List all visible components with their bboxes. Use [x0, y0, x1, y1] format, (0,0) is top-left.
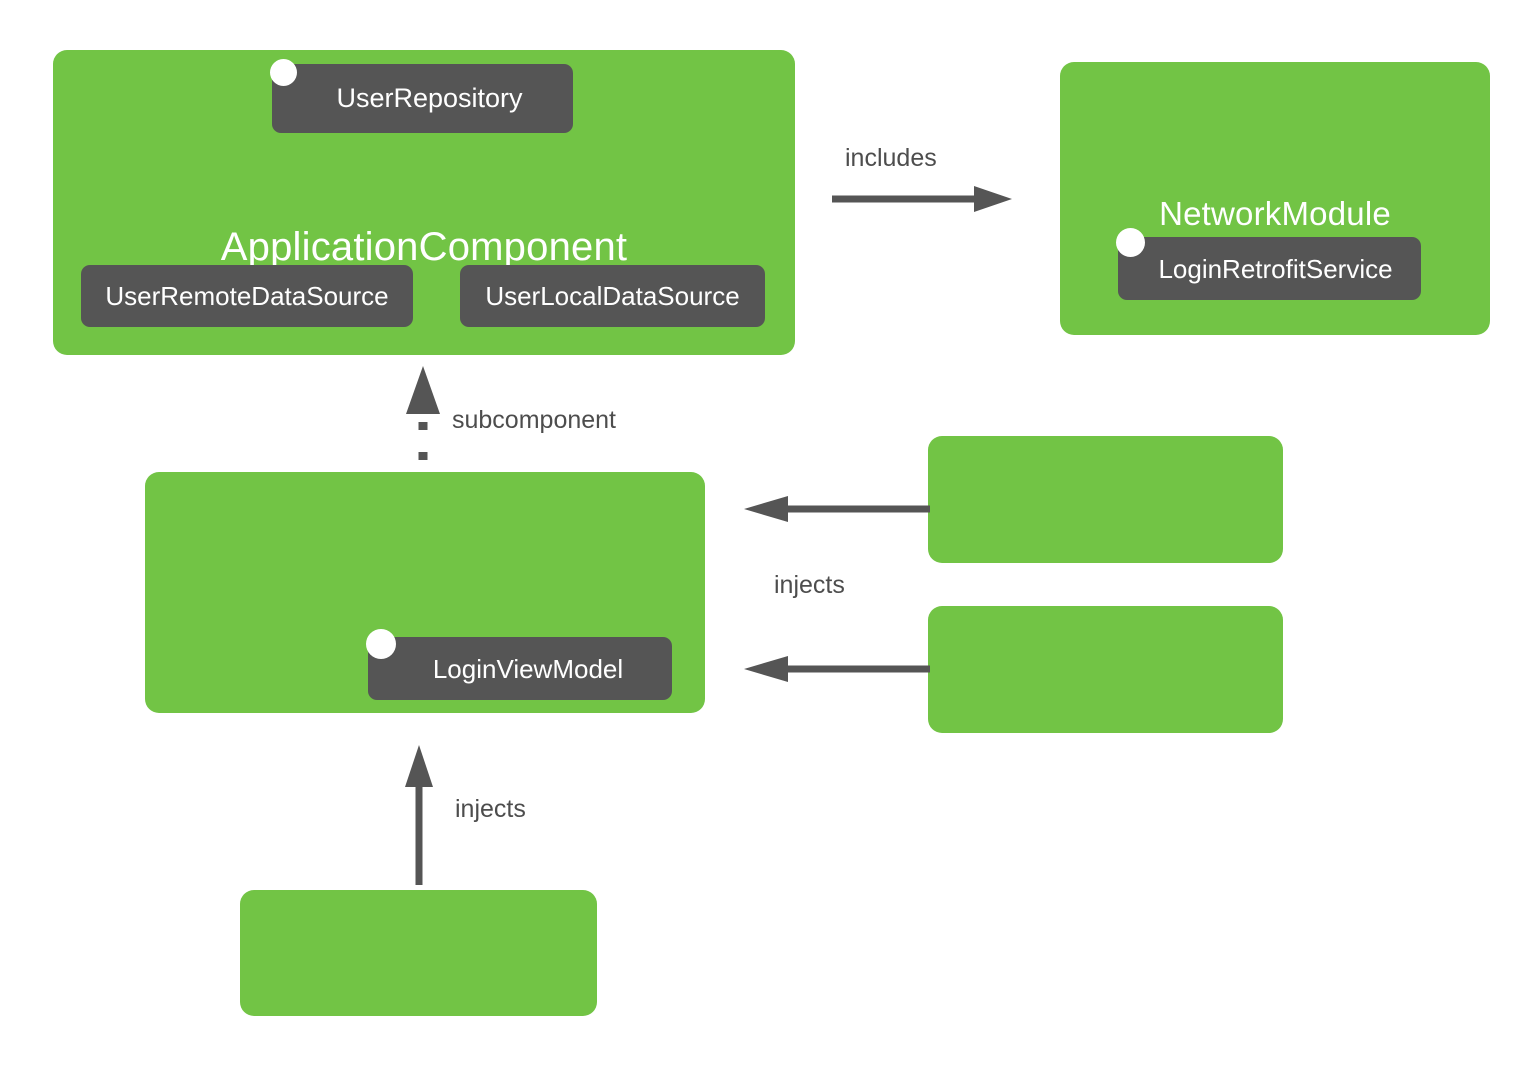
arrow-injects-password-fragment	[744, 656, 930, 682]
arrow-includes	[832, 186, 1012, 212]
edge-label-injects-fragments: injects	[774, 571, 845, 599]
chip-login-view-model[interactable]: LoginViewModel	[368, 637, 672, 700]
edge-label-injects-login-activity: injects	[455, 795, 526, 823]
chip-login-retrofit-service-label: LoginRetrofitService	[1158, 253, 1393, 284]
arrow-injects-login-activity	[405, 745, 433, 885]
chip-user-remote-data-source[interactable]: UserRemoteDataSource	[81, 265, 413, 327]
chip-user-local-data-source[interactable]: UserLocalDataSource	[460, 265, 765, 327]
chip-login-retrofit-service[interactable]: LoginRetrofitService	[1118, 237, 1421, 300]
login-component-title: LoginComponent	[271, 1039, 579, 1068]
arrow-subcomponent	[406, 366, 440, 466]
chip-user-remote-data-source-label: UserRemoteDataSource	[105, 281, 389, 311]
node-login-password-fragment[interactable]: LoginPassword Fragment	[928, 606, 1283, 733]
chip-user-local-data-source-label: UserLocalDataSource	[485, 281, 740, 311]
chip-login-view-model-label: LoginViewModel	[432, 653, 624, 684]
node-login-username-fragment[interactable]: LoginUsername Fragment	[928, 436, 1283, 962]
socket-circle-login-view-model	[366, 629, 396, 659]
application-component-title: ApplicationComponent	[220, 225, 628, 269]
arrow-injects-username-fragment	[744, 496, 930, 522]
login-username-fragment-title: LoginUsername Fragment	[994, 891, 1217, 962]
socket-circle-login-retrofit-service	[1116, 228, 1145, 257]
edge-label-includes: includes	[845, 144, 937, 172]
network-module-title: NetworkModule	[1159, 195, 1391, 232]
chip-user-repository[interactable]: UserRepository	[272, 64, 573, 133]
chip-user-repository-label: UserRepository	[336, 83, 523, 113]
socket-circle-user-repository	[270, 59, 297, 86]
edge-label-subcomponent: subcomponent	[452, 406, 617, 434]
node-login-activity[interactable]: Login Activity	[240, 890, 597, 1016]
